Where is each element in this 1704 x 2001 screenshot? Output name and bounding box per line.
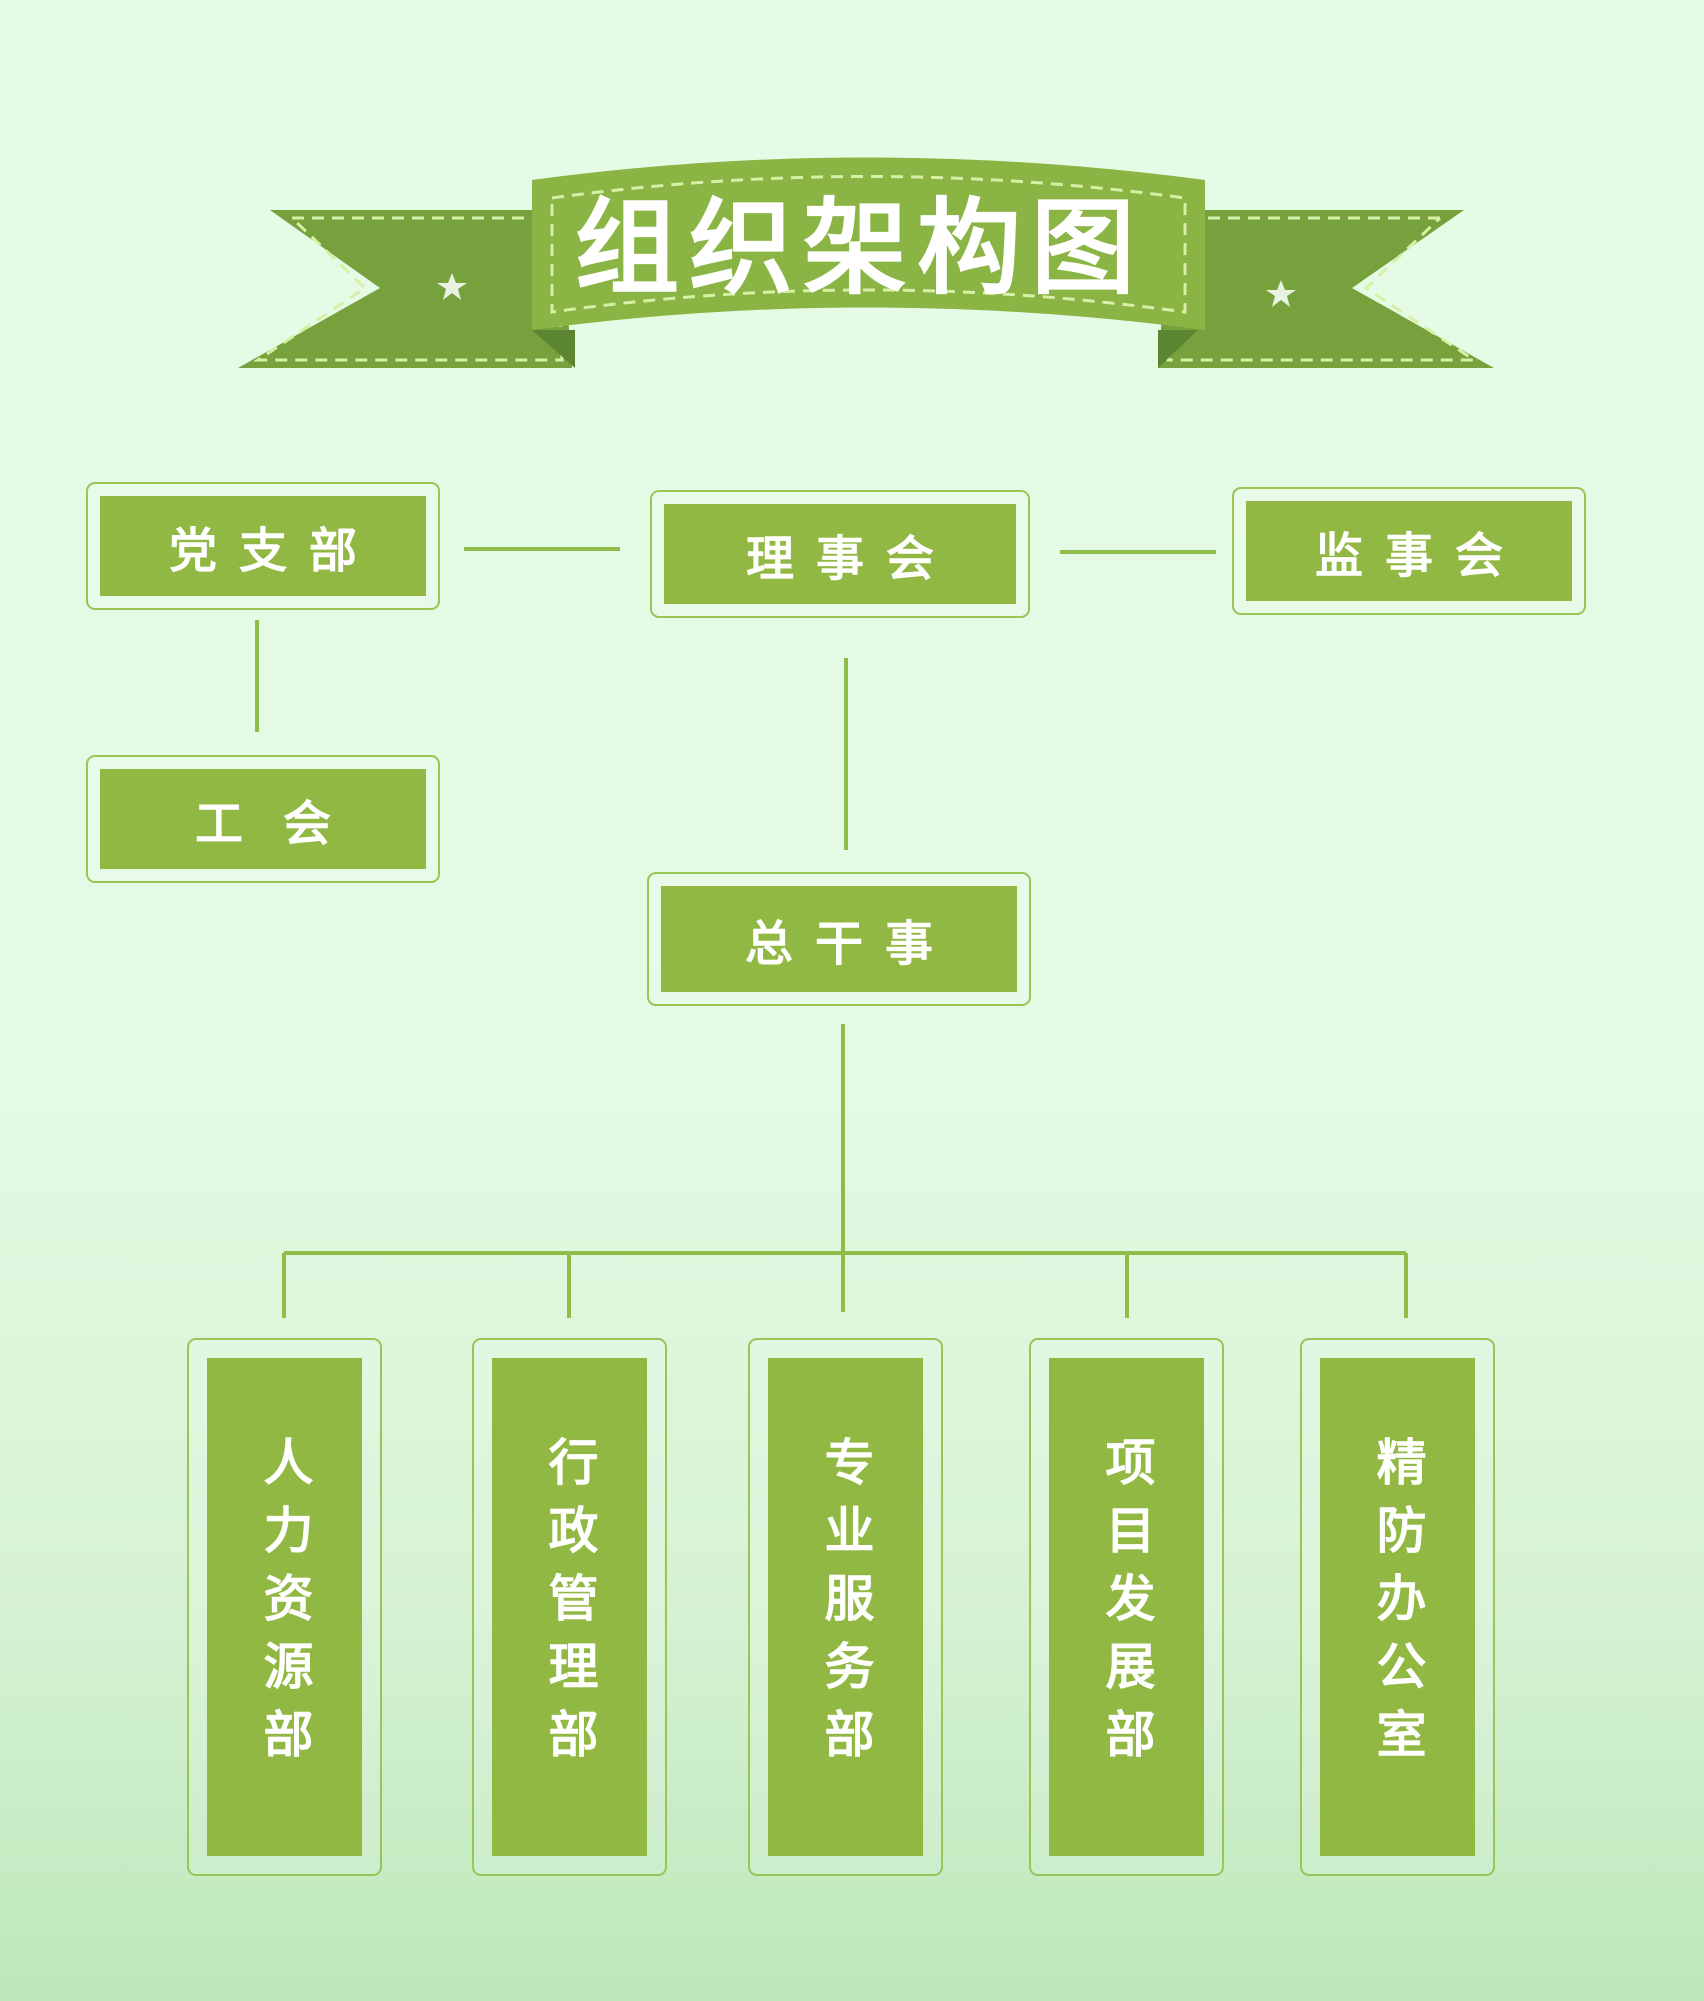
node-department-professional-services: 专业服务部 [748,1338,943,1876]
node-supervisory-board: 监事会 [1232,487,1586,615]
ribbon-right-fold [1158,330,1198,368]
ribbon-left-fold [532,330,575,368]
node-party-branch: 党支部 [86,482,440,610]
ribbon-left-tail [238,210,572,368]
ribbon-main-band [532,157,1205,330]
node-union: 工会 [86,755,440,883]
node-council-label: 理事会 [664,504,1016,604]
node-union-label: 工会 [100,769,426,869]
ribbon-main-stitch [550,175,1187,314]
node-department-admin: 行政管理部 [472,1338,667,1876]
node-party-branch-label: 党支部 [100,496,426,596]
department-label: 行政管理部 [492,1358,647,1856]
department-label: 项目发展部 [1049,1358,1204,1856]
department-label: 专业服务部 [768,1358,923,1856]
ribbon-right-stitch [1166,216,1479,362]
node-department-project-development: 项目发展部 [1029,1338,1224,1876]
title-ribbon [238,157,1494,368]
star-icon [1266,280,1296,307]
chart-title: 组织架构图 [574,186,1145,309]
node-department-hr: 人力资源部 [187,1338,382,1876]
node-department-mental-health-office: 精防办公室 [1300,1338,1495,1876]
department-label: 精防办公室 [1320,1358,1475,1856]
node-supervisory-board-label: 监事会 [1246,501,1572,601]
node-secretary-general-label: 总干事 [661,886,1017,992]
department-label: 人力资源部 [207,1358,362,1856]
node-secretary-general: 总干事 [647,872,1031,1006]
node-council: 理事会 [650,490,1030,618]
star-icon [437,273,467,300]
ribbon-right-tail [1158,210,1494,368]
